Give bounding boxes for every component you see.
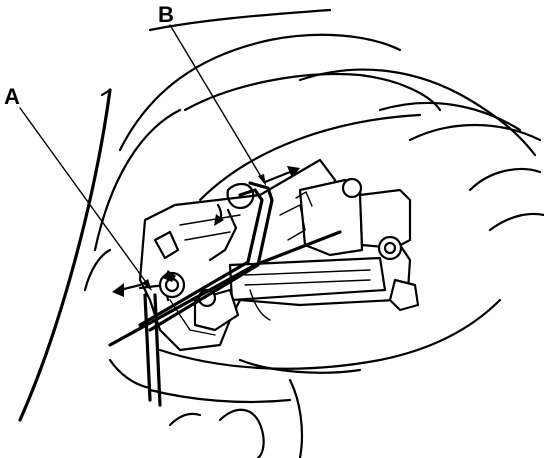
direction-arrows [112,166,300,297]
latch-assembly [138,158,420,352]
callout-leaders [19,24,266,291]
lower-door-contours [108,298,502,458]
door-pillar-edge [18,88,112,422]
door-panel-outline [83,8,544,292]
rod-b [138,181,274,332]
callout-label-b: B [158,2,174,27]
callout-label-a: A [4,84,20,109]
rod-a [108,230,342,407]
